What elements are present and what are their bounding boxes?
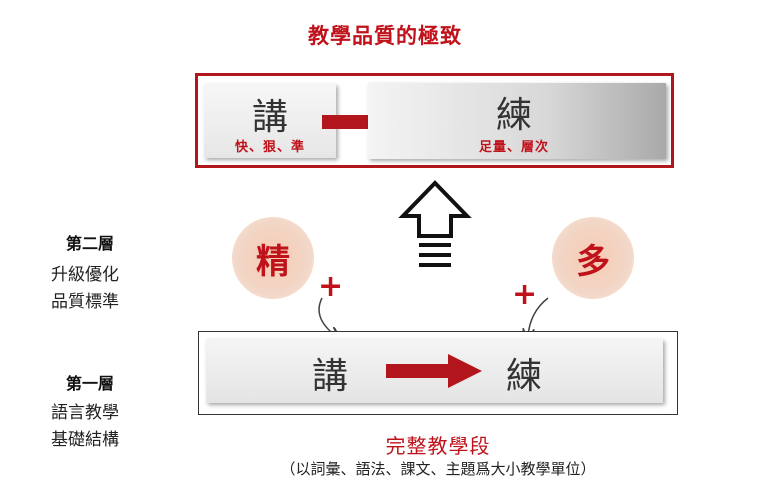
layer-2-desc-line-2: 品質標準 bbox=[51, 292, 119, 312]
layer-2-desc-line-1: 升級優化 bbox=[51, 265, 119, 285]
bottom-arrow-shaft bbox=[386, 364, 450, 378]
layer-1-desc: 語言教學 基礎結構 bbox=[51, 400, 119, 454]
plus-left: + bbox=[318, 269, 344, 304]
diagram-title: 教學品質的極致 bbox=[308, 24, 462, 48]
up-arrow-body bbox=[398, 180, 472, 238]
plus-right: + bbox=[512, 277, 538, 312]
top-practice-sub: 足量、層次 bbox=[478, 140, 549, 155]
layer-2-label: 第二層 bbox=[66, 234, 115, 253]
top-speak-sub: 快、狠、準 bbox=[234, 140, 305, 155]
bottom-arrow-head bbox=[448, 354, 482, 388]
circle-refine: 精 bbox=[232, 217, 314, 299]
top-speak-char: 講 bbox=[251, 97, 288, 138]
bottom-note: （以詞彙、語法、課文、主題爲大小教學單位） bbox=[280, 460, 596, 478]
bottom-speak-char: 講 bbox=[311, 356, 348, 397]
bottom-practice-char: 練 bbox=[505, 356, 542, 397]
top-practice-char: 練 bbox=[495, 95, 532, 136]
up-arrow-bar-2 bbox=[419, 253, 451, 257]
bottom-title: 完整教學段 bbox=[385, 434, 491, 458]
up-arrow-icon bbox=[398, 180, 472, 267]
layer-1-desc-line-1: 語言教學 bbox=[51, 403, 119, 423]
layer-1-desc-line-2: 基礎結構 bbox=[51, 430, 119, 450]
up-arrow-bar-1 bbox=[419, 243, 451, 247]
bottom-arrow bbox=[386, 354, 482, 388]
top-box-speak bbox=[204, 84, 336, 158]
up-arrow-bar-3 bbox=[419, 263, 451, 267]
circle-more: 多 bbox=[552, 217, 634, 299]
layer-2-desc: 升級優化 品質標準 bbox=[51, 262, 119, 316]
layer-1-label: 第一層 bbox=[66, 374, 115, 393]
top-box-practice bbox=[368, 83, 666, 159]
